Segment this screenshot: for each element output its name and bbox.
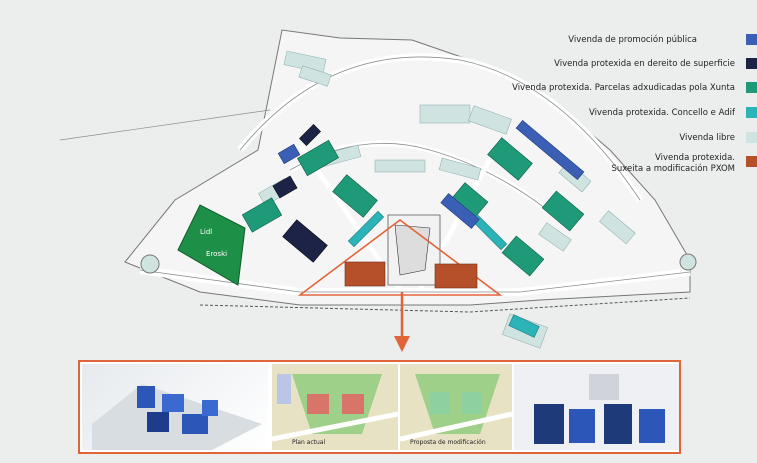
legend-label-dereito-superficie: Vivenda protexida en dereito de superfic… bbox=[554, 59, 735, 69]
plan-actual-drawing bbox=[272, 364, 398, 450]
caption-proposta: Proposta de modificación bbox=[410, 439, 486, 446]
commercial-area-lidl-eroski bbox=[177, 204, 246, 286]
legend-label-pxom-line2: Suxeita a modificación PXOM bbox=[611, 164, 735, 174]
panel-3d-drawing bbox=[92, 384, 262, 450]
legend-label-pxom-line1: Vivenda protexida. bbox=[655, 153, 735, 163]
legend-label-xunta: Vivenda protexida. Parcelas adxudicadas … bbox=[512, 83, 735, 93]
legend-swatch-xunta bbox=[746, 82, 757, 93]
legend-swatch-concello-adif bbox=[746, 107, 757, 118]
legend-swatch-dereito-superficie bbox=[746, 58, 757, 69]
legend-swatch-vivenda-libre bbox=[746, 132, 757, 143]
legend-label-concello-adif: Vivenda protexida. Concello e Adif bbox=[588, 108, 735, 118]
railway-line bbox=[199, 297, 691, 313]
panel-3d-view bbox=[82, 364, 268, 450]
roundabout-west bbox=[140, 254, 160, 274]
proposta-drawing bbox=[400, 364, 512, 450]
panel-proposta: Proposta de modificación bbox=[400, 364, 512, 450]
panel-plan-actual: Plan actual bbox=[272, 364, 398, 450]
legend-label-vivenda-libre: Vivenda libre bbox=[679, 133, 735, 143]
legend-swatch-promocion-publica bbox=[746, 34, 757, 45]
label-lidl: Lidl bbox=[200, 228, 213, 236]
panel-block-model bbox=[514, 364, 679, 450]
legend-label-promocion-publica: Vivenda de promoción pública bbox=[568, 35, 697, 45]
detail-strip: Plan actual Proposta de modificación bbox=[78, 360, 681, 454]
roundabout-east bbox=[679, 253, 697, 271]
central-station-complex bbox=[297, 214, 503, 296]
label-eroski: Eroski bbox=[206, 250, 228, 258]
caption-plan-actual: Plan actual bbox=[292, 439, 326, 446]
vivenda-xunta-blocks bbox=[241, 137, 585, 277]
vivenda-concello-adif-blocks bbox=[347, 210, 540, 338]
vivenda-dereito-superficie-blocks bbox=[272, 124, 328, 263]
vivenda-pxom-blocks bbox=[344, 261, 478, 289]
block-model-drawing bbox=[514, 364, 679, 450]
legend-swatch-pxom bbox=[746, 156, 757, 167]
vivenda-promocion-publica-blocks bbox=[277, 120, 585, 229]
